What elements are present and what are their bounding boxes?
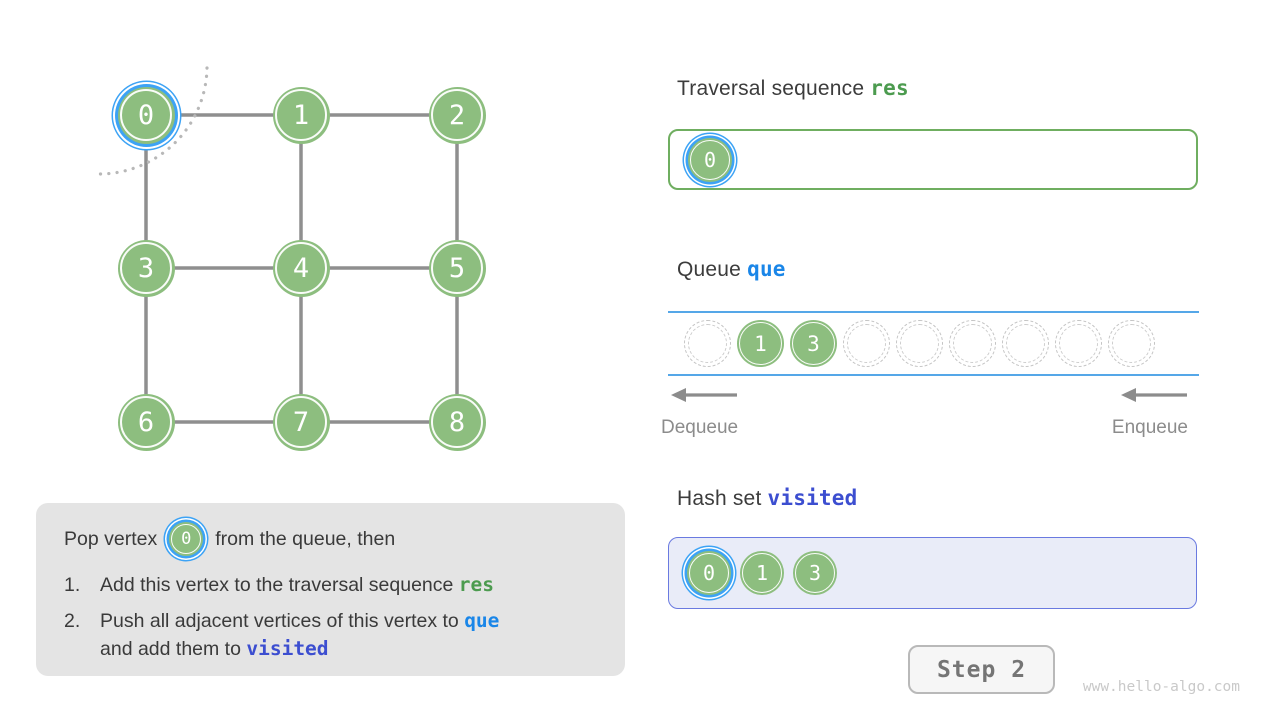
text-fragment: Push all adjacent vertices of this verte…	[100, 610, 465, 632]
list-number: 2.	[64, 610, 81, 632]
queue-title: Queue	[677, 258, 742, 281]
intro-suffix: from the queue, then	[215, 527, 396, 550]
queue-heading: Queue que	[677, 257, 786, 282]
list-text: Push all adjacent vertices of this verte…	[100, 607, 597, 663]
step-description-panel: Pop vertex 0 from the queue, then 1. Add …	[36, 503, 625, 676]
visited-code-label: visited	[767, 486, 858, 510]
intro-vertex: 0	[169, 522, 204, 556]
queue-empty-slot-5	[949, 320, 996, 367]
enqueue-arrow-icon	[1121, 388, 1187, 402]
traversal-sequence-box: 0	[668, 129, 1198, 190]
description-intro: Pop vertex 0 from the queue, then	[64, 521, 597, 557]
step-button[interactable]: Step 2	[908, 645, 1055, 694]
text-fragment: and add them to	[100, 638, 247, 660]
vertex-0: 0	[687, 551, 731, 595]
hash-set-title: Hash set	[677, 487, 762, 510]
dequeue-arrow-icon	[671, 388, 737, 402]
hash-set-heading: Hash set visited	[677, 486, 857, 511]
bfs-frontier-arc	[97, 66, 209, 176]
description-step-2: 2. Push all adjacent vertices of this ver…	[64, 607, 597, 663]
vertex-0: 0	[169, 522, 204, 556]
queue-empty-slot-3	[843, 320, 890, 367]
res-code-label: res	[458, 573, 495, 596]
queue-empty-slot-7	[1055, 320, 1102, 367]
intro-prefix: Pop vertex	[64, 527, 158, 550]
traversal-sequence-heading: Traversal sequence res	[677, 76, 909, 101]
traversal-sequence-title: Traversal sequence	[677, 77, 865, 100]
vertex-1: 1	[740, 551, 784, 595]
list-text: Add this vertex to the traversal sequenc…	[100, 571, 597, 599]
queue-empty-slot-6	[1002, 320, 1049, 367]
description-step-1: 1. Add this vertex to the traversal seque…	[64, 571, 597, 599]
graph-edges	[144, 113, 459, 424]
text-fragment: Add this vertex to the traversal sequenc…	[100, 574, 459, 596]
que-code-label: que	[747, 257, 786, 281]
vertex-3: 3	[793, 551, 837, 595]
list-number: 1.	[64, 574, 81, 596]
queue-empty-slot-8	[1108, 320, 1155, 367]
enqueue-label: Enqueue	[1111, 417, 1188, 438]
res-code-label: res	[870, 76, 909, 100]
vertex-3: 3	[790, 320, 837, 367]
que-code-label: que	[464, 609, 500, 632]
visited-code-label: visited	[246, 637, 329, 660]
vertex-1: 1	[737, 320, 784, 367]
queue-empty-slot-0	[684, 320, 731, 367]
description-steps-list: 1. Add this vertex to the traversal seque…	[64, 571, 597, 663]
watermark: www.hello-algo.com	[1082, 679, 1240, 695]
step-button-label: Step 2	[936, 656, 1027, 683]
dequeue-label: Dequeue	[661, 417, 739, 438]
vertex-0: 0	[688, 137, 732, 182]
queue-empty-slot-4	[896, 320, 943, 367]
